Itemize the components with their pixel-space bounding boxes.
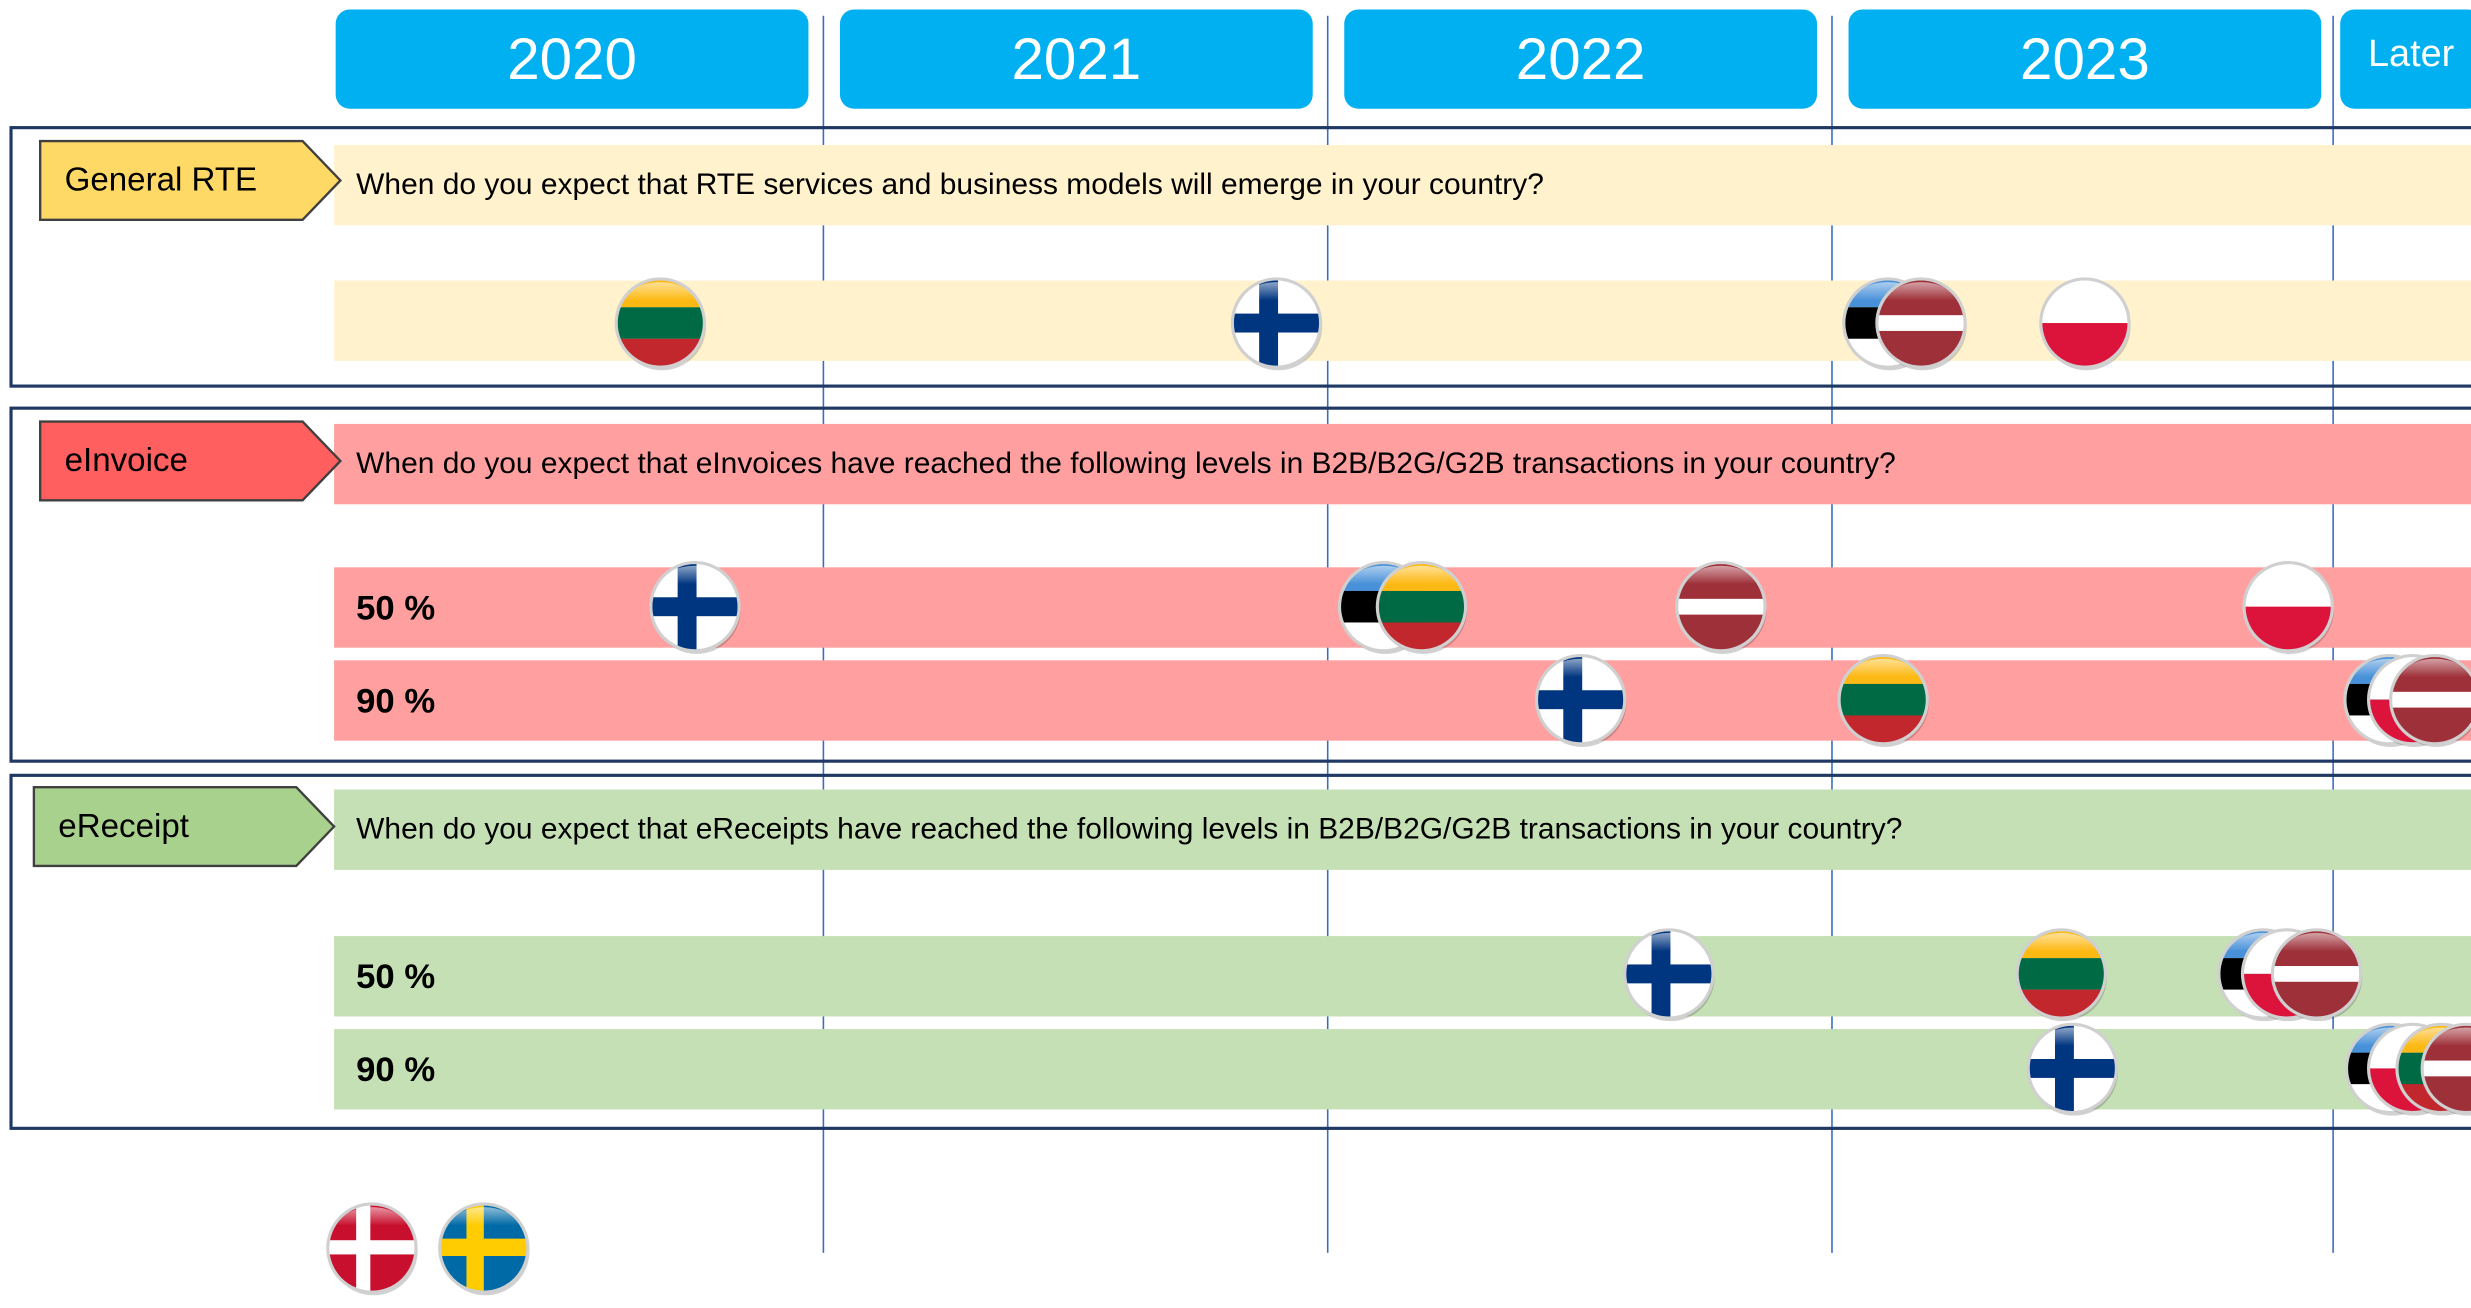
level-label-ereceipt-90: 90 % bbox=[356, 1049, 436, 1089]
flag-einvoice-50-lithuania bbox=[1374, 559, 1469, 654]
question-band-rte bbox=[334, 144, 2471, 226]
question-ereceipt: When do you expect that eReceipts have r… bbox=[356, 813, 1903, 847]
section-einvoice bbox=[9, 406, 2471, 763]
tag-ereceipt: eReceipt bbox=[32, 785, 338, 869]
section-ereceipt bbox=[9, 773, 2471, 1130]
level-band-einvoice-90 bbox=[334, 660, 2471, 741]
tag-label-general-rte: General RTE bbox=[64, 161, 258, 198]
flag-ereceipt-90-latvia bbox=[2419, 1021, 2471, 1116]
question-band-einvoice bbox=[334, 423, 2471, 505]
section-general-rte bbox=[9, 126, 2471, 388]
flag-sweden bbox=[437, 1201, 532, 1296]
flag-rte-lithuania bbox=[613, 276, 708, 371]
year-header-2020: 2020 bbox=[335, 9, 809, 109]
flag-einvoice-90-finland bbox=[1533, 652, 1628, 747]
flag-ereceipt-50-lithuania bbox=[2014, 927, 2109, 1022]
level-label-einvoice-90: 90 % bbox=[356, 680, 436, 721]
level-label-ereceipt-50: 50 % bbox=[356, 956, 436, 996]
tag-label-einvoice: eInvoice bbox=[64, 442, 188, 479]
question-band-ereceipt bbox=[334, 789, 2471, 870]
question-rte: When do you expect that RTE services and… bbox=[356, 168, 1544, 202]
level-band-ereceipt-90 bbox=[334, 1029, 2471, 1110]
year-header-2022: 2022 bbox=[1344, 9, 1818, 109]
tag-einvoice: eInvoice bbox=[38, 419, 344, 503]
flag-einvoice-50-finland bbox=[648, 559, 743, 654]
year-header-2023: 2023 bbox=[1848, 9, 2322, 109]
flag-einvoice-50-latvia bbox=[1674, 559, 1769, 654]
flag-einvoice-50-poland bbox=[2241, 559, 2336, 654]
flag-rte-latvia bbox=[1874, 276, 1969, 371]
tag-general-rte: General RTE bbox=[38, 139, 344, 223]
flag-rte-poland bbox=[2038, 276, 2133, 371]
flag-rte-finland bbox=[1229, 276, 1324, 371]
flag-ereceipt-50-finland bbox=[1622, 927, 1717, 1022]
year-header-later: Later bbox=[2340, 9, 2471, 109]
question-einvoice: When do you expect that eInvoices have r… bbox=[356, 447, 1896, 481]
flag-ereceipt-50-latvia bbox=[2269, 927, 2364, 1022]
flag-einvoice-90-lithuania bbox=[1836, 652, 1931, 747]
flag-denmark bbox=[325, 1201, 420, 1296]
year-header-2021: 2021 bbox=[839, 9, 1313, 109]
flag-ereceipt-90-finland bbox=[2025, 1021, 2120, 1116]
flag-einvoice-90-latvia bbox=[2387, 652, 2471, 747]
tag-label-ereceipt: eReceipt bbox=[58, 807, 189, 844]
level-band-ereceipt-50 bbox=[334, 936, 2471, 1017]
level-label-einvoice-50: 50 % bbox=[356, 587, 436, 628]
